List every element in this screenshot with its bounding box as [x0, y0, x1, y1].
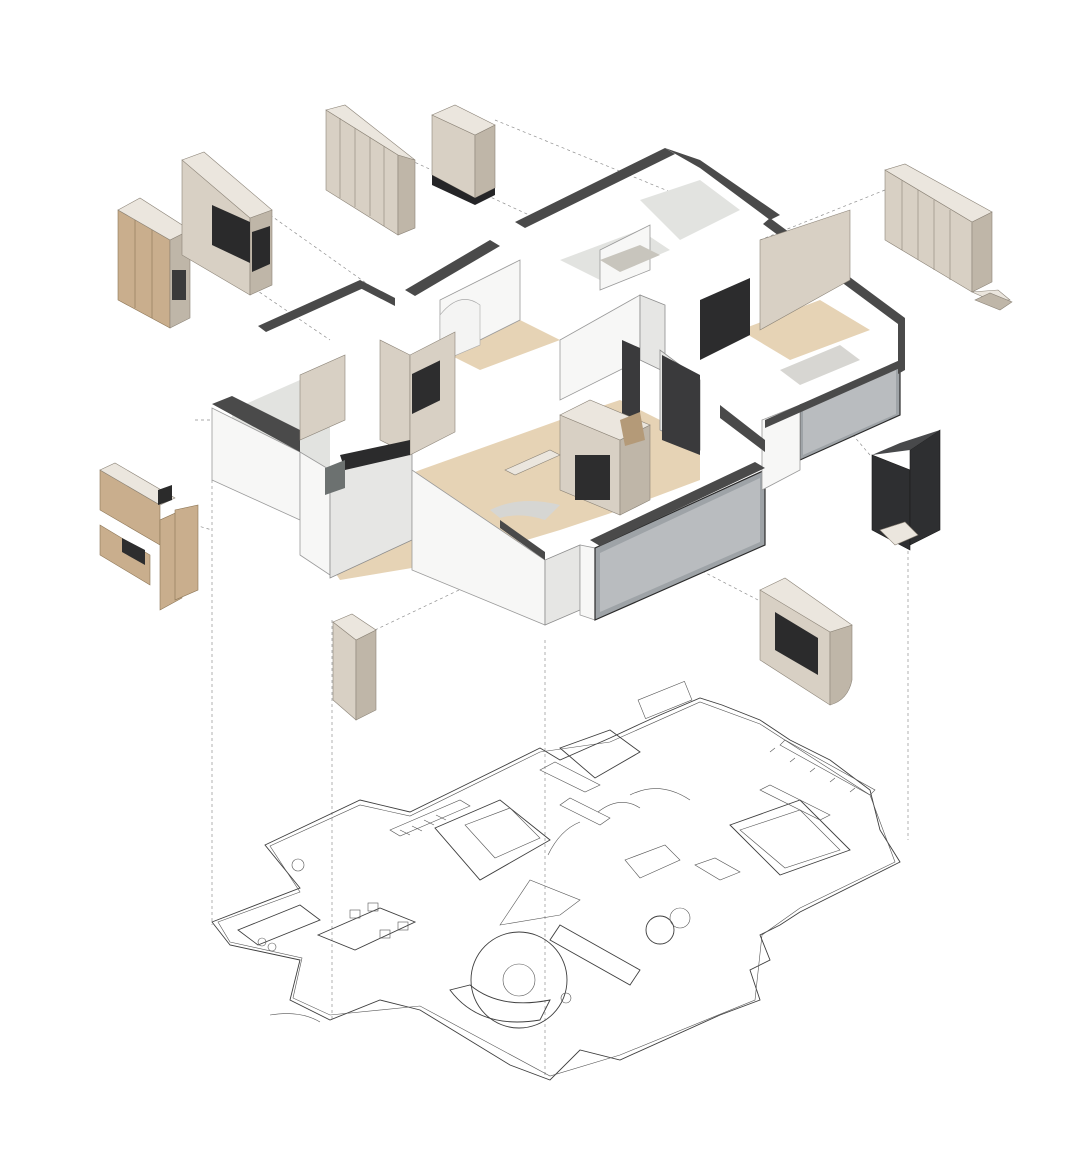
curved-sofa	[449, 984, 551, 1023]
kitchen-counter	[237, 904, 321, 946]
kitchen-unit-left	[99, 462, 199, 611]
curved-sofa-model	[490, 501, 560, 520]
tv-wall-unit	[759, 577, 853, 706]
house-model	[211, 148, 905, 626]
cabinet-tall-wood	[117, 197, 191, 329]
tv-console	[549, 924, 641, 986]
floor-plan	[211, 680, 901, 1081]
wardrobe-panels	[325, 104, 416, 236]
side-table	[645, 915, 675, 945]
master-bed	[729, 799, 851, 876]
cabinet-dark-base	[431, 104, 496, 205]
desk	[499, 879, 581, 926]
round-rug	[470, 931, 568, 1029]
dark-wardrobe	[871, 429, 941, 551]
master-floor	[740, 300, 870, 360]
bedroom-1-bed	[434, 799, 551, 881]
bath-floor	[640, 180, 740, 240]
dining-table	[316, 907, 417, 951]
kitchen-island-top	[340, 440, 410, 470]
wardrobe-long-right	[884, 163, 1013, 311]
tall-column	[332, 613, 377, 721]
bedroom-2-bed	[559, 729, 641, 779]
bedroom-1-floor	[440, 320, 560, 370]
cabinet-with-oven	[181, 151, 273, 296]
wardrobe-hatch	[389, 739, 876, 837]
